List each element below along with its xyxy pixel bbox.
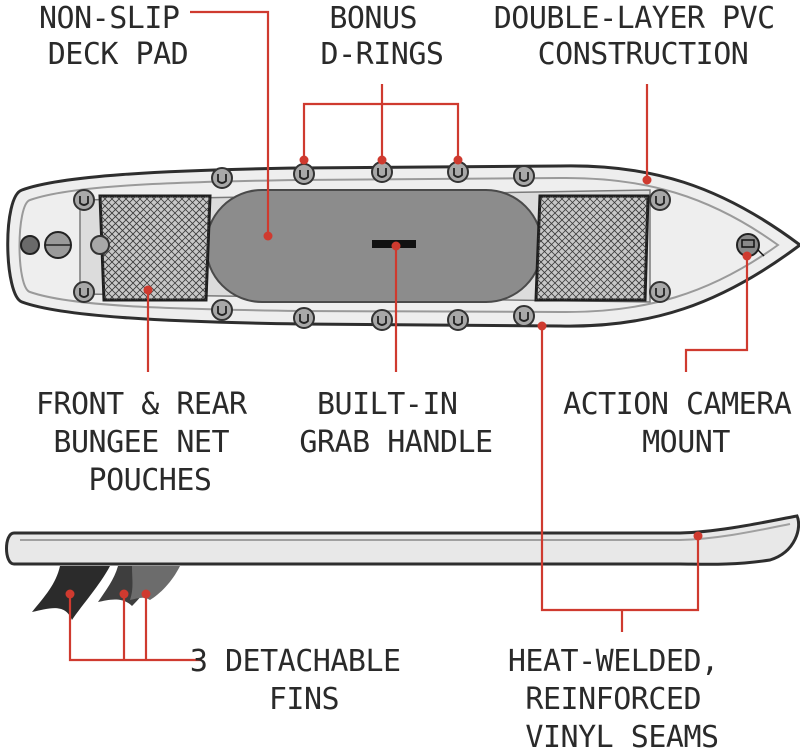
- d-rings: [73, 161, 671, 331]
- d-ring-icon: [447, 161, 469, 183]
- d-ring-icon: [371, 161, 393, 183]
- tail-ring-icon: [90, 235, 110, 255]
- label-seams: HEAT-WELDED, REINFORCED VINYL SEAMS: [508, 644, 736, 754]
- label-bungee: FRONT & REAR BUNGEE NET POUCHES: [36, 387, 264, 498]
- d-ring-icon: [371, 309, 393, 331]
- d-ring-icon: [293, 163, 315, 185]
- d-ring-icon: [649, 281, 671, 303]
- d-ring-icon: [293, 307, 315, 329]
- camera-mount-icon: [736, 233, 765, 257]
- leash-plug-icon: [20, 235, 40, 255]
- board-top-view: [6, 161, 800, 331]
- d-ring-icon: [513, 305, 535, 327]
- d-ring-icon: [211, 167, 233, 189]
- d-ring-icon: [649, 189, 671, 211]
- label-pvc: DOUBLE-LAYER PVC CONSTRUCTION: [494, 1, 793, 72]
- d-ring-icon: [513, 165, 535, 187]
- board-side-view: [5, 514, 800, 620]
- callout-labels: NON-SLIP DECK PAD BONUS D-RINGS DOUBLE-L…: [36, 1, 800, 754]
- d-ring-icon: [447, 309, 469, 331]
- front-bungee-net: [98, 194, 212, 302]
- d-ring-icon: [211, 299, 233, 321]
- d-ring-icon: [73, 189, 95, 211]
- label-fins: 3 DETACHABLE FINS: [190, 644, 418, 717]
- label-camera-mount: ACTION CAMERA MOUNT: [563, 387, 800, 460]
- rear-bungee-net: [534, 194, 650, 302]
- leader-lines: [65, 10, 752, 662]
- label-grab-handle: BUILT-IN GRAB HANDLE: [299, 387, 492, 460]
- d-ring-icon: [73, 281, 95, 303]
- fin-icon: [130, 566, 180, 600]
- label-d-rings: BONUS D-RINGS: [321, 1, 444, 72]
- label-deck-pad: NON-SLIP DECK PAD: [39, 1, 197, 72]
